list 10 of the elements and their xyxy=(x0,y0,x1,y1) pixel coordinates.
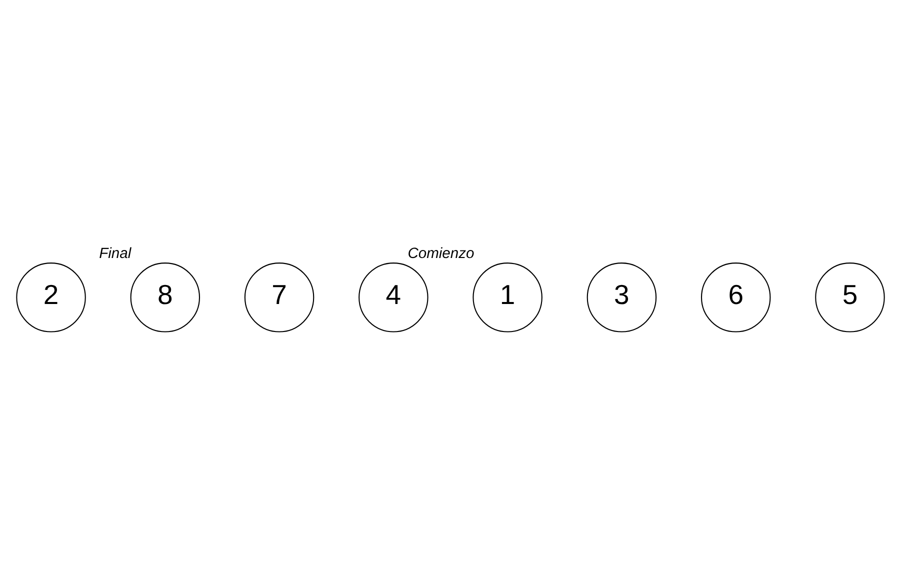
node-label: Comienzo xyxy=(408,246,474,262)
node-circle: 5 xyxy=(815,262,885,332)
node-circle: 2 xyxy=(16,262,86,332)
node-circle: 3 xyxy=(586,262,657,332)
node-circle: 7 xyxy=(244,262,314,332)
node-circle: 1 xyxy=(472,262,542,332)
node-circle: 8 xyxy=(130,262,200,332)
node-label: Final xyxy=(99,246,132,262)
node-circle: 4 xyxy=(358,262,428,332)
node-circle: 6 xyxy=(700,262,771,332)
